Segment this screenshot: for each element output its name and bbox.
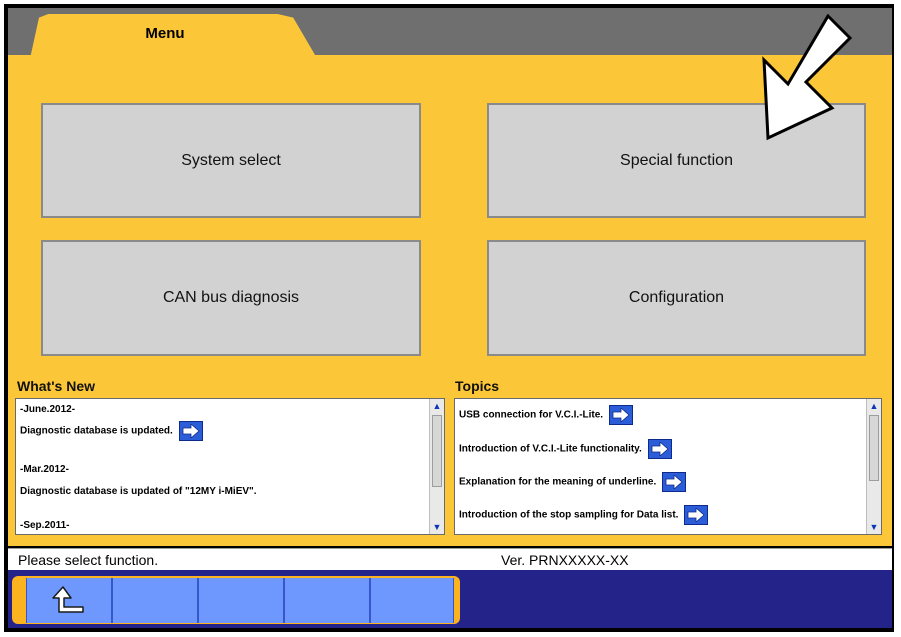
toolbar-button-2[interactable]: [112, 578, 198, 623]
status-message: Please select function.: [18, 552, 159, 568]
version-label: Ver. PRNXXXXX-XX: [501, 552, 629, 568]
tab-menu[interactable]: [29, 14, 318, 60]
scroll-up-icon[interactable]: ▲: [869, 401, 879, 411]
up-back-arrow-icon: [52, 586, 84, 613]
list-item[interactable]: Introduction of the stop sampling for Da…: [459, 505, 709, 525]
toolbar-button-3[interactable]: [198, 578, 284, 623]
list-item-text: Explanation for the meaning of underline…: [459, 476, 657, 488]
back-button[interactable]: [26, 578, 112, 623]
can-bus-diagnosis-button[interactable]: CAN bus diagnosis: [41, 240, 421, 356]
list-item[interactable]: USB connection for V.C.I.-Lite.: [459, 405, 633, 425]
scroll-thumb[interactable]: [432, 415, 442, 487]
status-bar: Please select function. Ver. PRNXXXXX-XX: [8, 548, 892, 571]
special-function-label: Special function: [620, 151, 733, 169]
scroll-up-icon[interactable]: ▲: [432, 401, 442, 411]
list-item-text: Diagnostic database is updated.: [20, 425, 173, 437]
whats-new-scrollbar[interactable]: ▲ ▼: [429, 399, 444, 534]
list-item: Diagnostic database is updated of "12MY …: [20, 486, 257, 497]
scroll-down-icon[interactable]: ▼: [869, 522, 879, 532]
list-item-text: Introduction of the stop sampling for Da…: [459, 509, 679, 521]
topics-scrollbar[interactable]: ▲ ▼: [866, 399, 881, 534]
topics-title: Topics: [455, 378, 500, 394]
list-item: -Sep.2011-: [20, 520, 70, 531]
topics-list[interactable]: USB connection for V.C.I.-Lite. Introduc…: [454, 398, 882, 535]
list-item[interactable]: Diagnostic database is updated.: [20, 421, 203, 441]
toolbar-button-4[interactable]: [284, 578, 370, 623]
list-item-text: Introduction of V.C.I.-Lite functionalit…: [459, 443, 642, 455]
special-function-button[interactable]: Special function: [487, 103, 866, 218]
right-arrow-icon[interactable]: [684, 505, 709, 525]
list-item[interactable]: Explanation for the meaning of underline…: [459, 472, 687, 492]
configuration-label: Configuration: [628, 289, 725, 306]
list-item: -June.2012-: [20, 404, 76, 415]
right-arrow-icon[interactable]: [178, 421, 203, 441]
list-item: -Mar.2012-: [20, 464, 69, 475]
list-item-text: USB connection for V.C.I.-Lite.: [459, 409, 604, 421]
large-pointer-arrow: [762, 14, 853, 141]
list-item[interactable]: Introduction of V.C.I.-Lite functionalit…: [459, 439, 672, 459]
system-select-button[interactable]: System select: [41, 103, 421, 218]
right-arrow-icon[interactable]: [608, 405, 633, 425]
right-arrow-icon[interactable]: [647, 439, 672, 459]
system-select-label: System select: [181, 151, 281, 169]
toolbar-button-5[interactable]: [370, 578, 454, 623]
configuration-button[interactable]: Configuration: [487, 240, 866, 356]
can-bus-diagnosis-label: CAN bus diagnosis: [162, 289, 300, 306]
scroll-down-icon[interactable]: ▼: [432, 522, 442, 532]
whats-new-list[interactable]: -June.2012- Diagnostic database is updat…: [15, 398, 445, 535]
tab-menu-label: Menu: [145, 25, 185, 42]
scroll-thumb[interactable]: [869, 415, 879, 481]
whats-new-title: What's New: [17, 378, 96, 394]
right-arrow-icon[interactable]: [662, 472, 687, 492]
